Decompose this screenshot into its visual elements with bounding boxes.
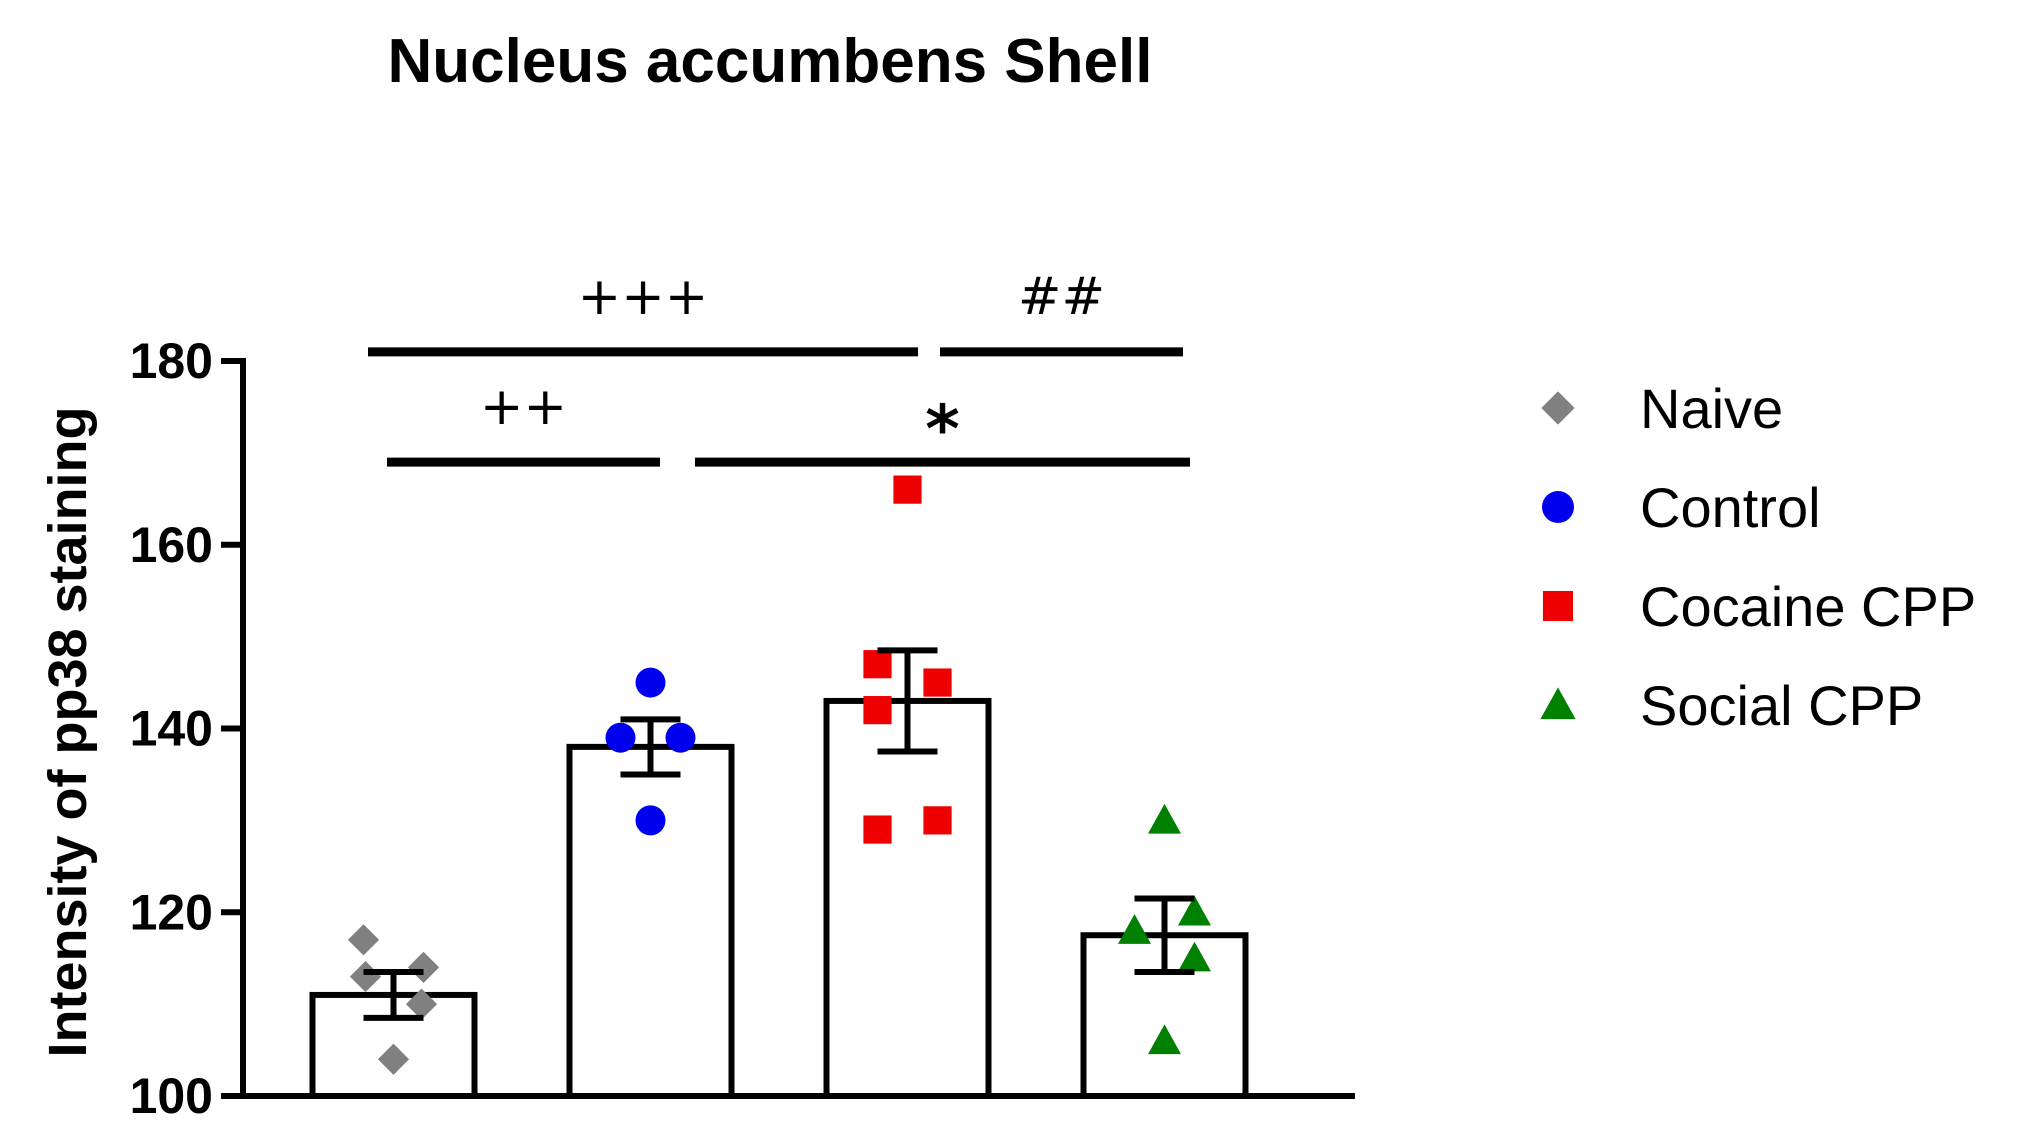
legend-marker bbox=[1541, 391, 1575, 425]
data-point bbox=[1178, 941, 1211, 972]
data-point bbox=[1148, 1024, 1181, 1055]
data-point bbox=[635, 805, 666, 836]
data-point bbox=[923, 668, 952, 697]
legend-label: Naive bbox=[1640, 377, 1783, 440]
significance-label: ++ bbox=[480, 377, 567, 437]
y-tick-label: 120 bbox=[130, 884, 213, 940]
legend-marker bbox=[1540, 687, 1576, 720]
data-point bbox=[377, 1043, 410, 1075]
y-tick-label: 140 bbox=[130, 701, 213, 757]
data-point bbox=[407, 951, 440, 983]
y-tick-label: 160 bbox=[130, 517, 213, 573]
legend-label: Cocaine CPP bbox=[1640, 575, 1976, 638]
data-point bbox=[1118, 914, 1151, 944]
significance-label: +++ bbox=[578, 267, 709, 327]
data-point bbox=[863, 696, 892, 725]
y-axis-label: Intensity of pp38 staining bbox=[38, 406, 98, 1057]
data-point bbox=[349, 960, 382, 993]
legend-label: Control bbox=[1640, 476, 1821, 539]
chart-title: Nucleus accumbens Shell bbox=[388, 27, 1153, 96]
legend-label: Social CPP bbox=[1640, 674, 1923, 737]
data-points bbox=[347, 475, 1211, 1075]
data-point bbox=[1148, 803, 1181, 834]
data-point bbox=[605, 722, 636, 753]
significance-label: * bbox=[925, 391, 960, 468]
data-point bbox=[347, 924, 380, 956]
data-point bbox=[635, 667, 666, 698]
y-tick-label: 180 bbox=[130, 333, 213, 389]
legend-marker bbox=[1542, 590, 1574, 622]
error-bars bbox=[363, 647, 1195, 1021]
legend-marker bbox=[1542, 491, 1574, 523]
data-point bbox=[1178, 895, 1211, 926]
data-point bbox=[665, 722, 696, 753]
bars bbox=[309, 697, 1249, 1099]
data-point bbox=[405, 988, 438, 1020]
y-tick-label: 100 bbox=[130, 1068, 213, 1124]
bar-control bbox=[566, 743, 735, 1099]
data-point bbox=[863, 650, 892, 679]
data-point bbox=[863, 815, 892, 844]
significance-annotations: +++ ## ++ * bbox=[368, 267, 1190, 468]
data-point bbox=[923, 806, 952, 835]
data-point bbox=[893, 475, 922, 504]
significance-label: ## bbox=[1018, 267, 1105, 327]
bar-cocaine-cpp bbox=[823, 697, 992, 1099]
